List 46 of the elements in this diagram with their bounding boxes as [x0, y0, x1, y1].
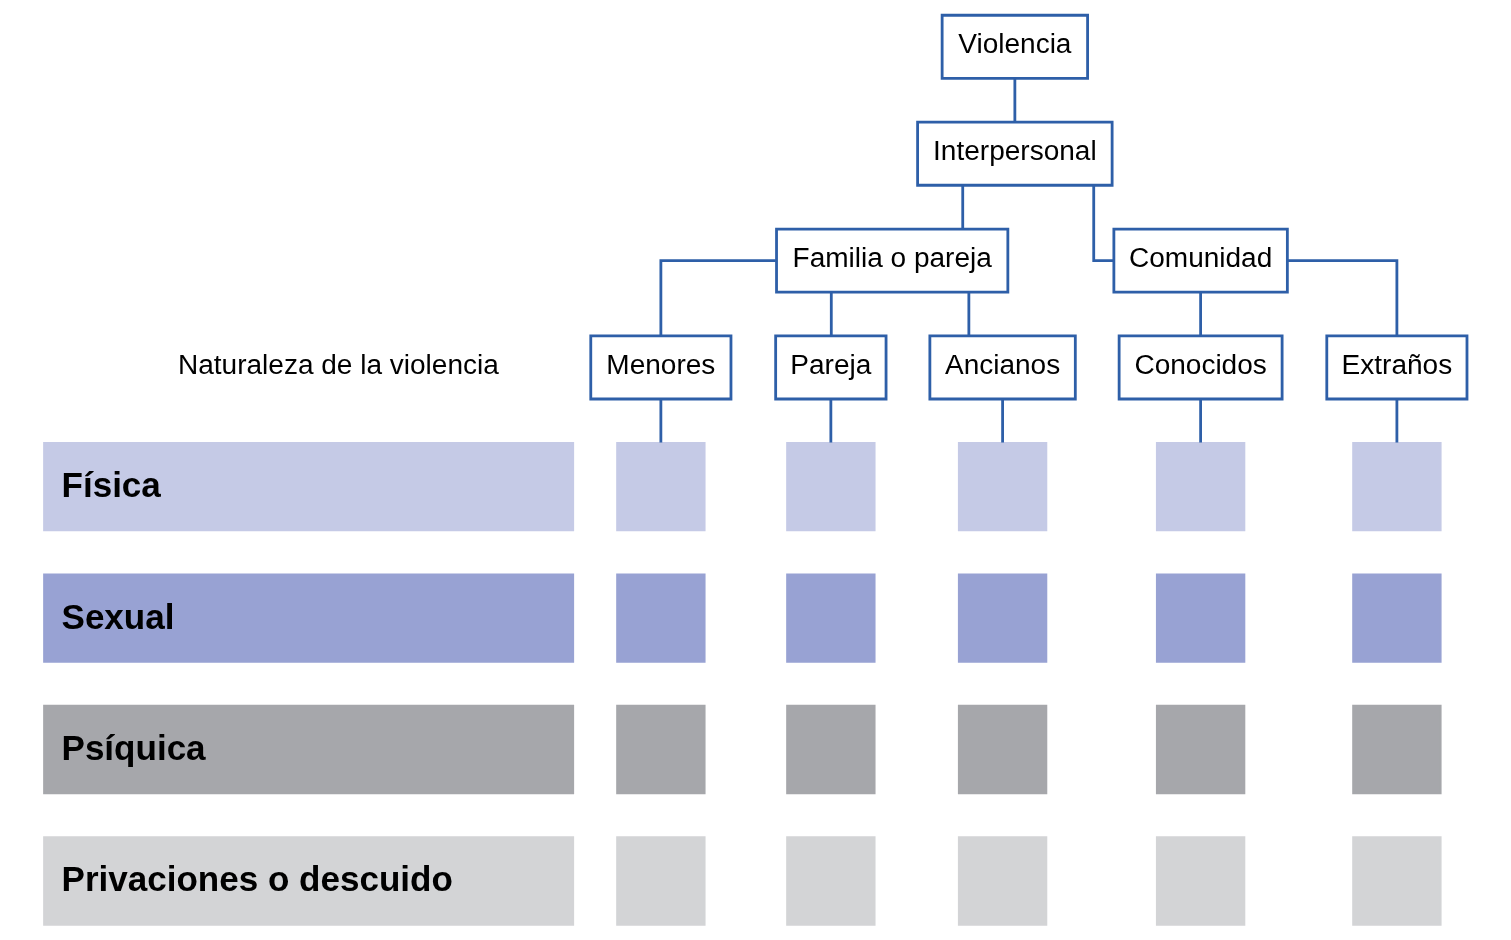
node-box [1155, 704, 1246, 795]
node-box [1352, 441, 1442, 532]
connector [961, 185, 965, 229]
connector [1287, 259, 1399, 336]
connector [659, 399, 663, 443]
node-box: Sexual [43, 573, 575, 663]
node-box: Privaciones o descuido [43, 836, 575, 926]
connector [1395, 399, 1399, 443]
node-box [1155, 573, 1246, 663]
node-box [616, 704, 706, 795]
node-box: Violencia [940, 13, 1089, 80]
node-box [1352, 836, 1442, 926]
node-box: Psíquica [43, 704, 575, 795]
node-box: Pareja [774, 334, 888, 401]
node-box [957, 836, 1048, 926]
connector [1199, 292, 1202, 336]
connector [829, 292, 833, 336]
label: Naturaleza de la violencia [178, 349, 499, 381]
node-box [1155, 836, 1246, 926]
connector [829, 399, 833, 443]
connector [659, 259, 776, 336]
node-box: Conocidos [1117, 334, 1284, 401]
node-box [957, 573, 1048, 663]
node-box [786, 836, 876, 926]
node-box [616, 836, 706, 926]
node-box [957, 441, 1048, 532]
node-box [1155, 441, 1246, 532]
node-box [957, 704, 1048, 795]
connector [1199, 399, 1202, 443]
node-box [616, 441, 706, 532]
node-box [786, 441, 876, 532]
node-box [616, 573, 706, 663]
node-box: Menores [589, 334, 733, 401]
connector [1001, 399, 1004, 443]
node-box [1352, 704, 1442, 795]
node-box: Familia o pareja [775, 227, 1010, 294]
connector [967, 292, 971, 336]
connector [1013, 78, 1017, 122]
node-box [786, 704, 876, 795]
node-box: Extraños [1325, 334, 1469, 401]
node-box: Interpersonal [916, 120, 1114, 187]
node-box: Comunidad [1112, 227, 1289, 294]
node-box [1352, 573, 1442, 663]
node-box: Física [43, 441, 575, 532]
node-box: Ancianos [928, 334, 1077, 401]
node-box [786, 573, 876, 663]
